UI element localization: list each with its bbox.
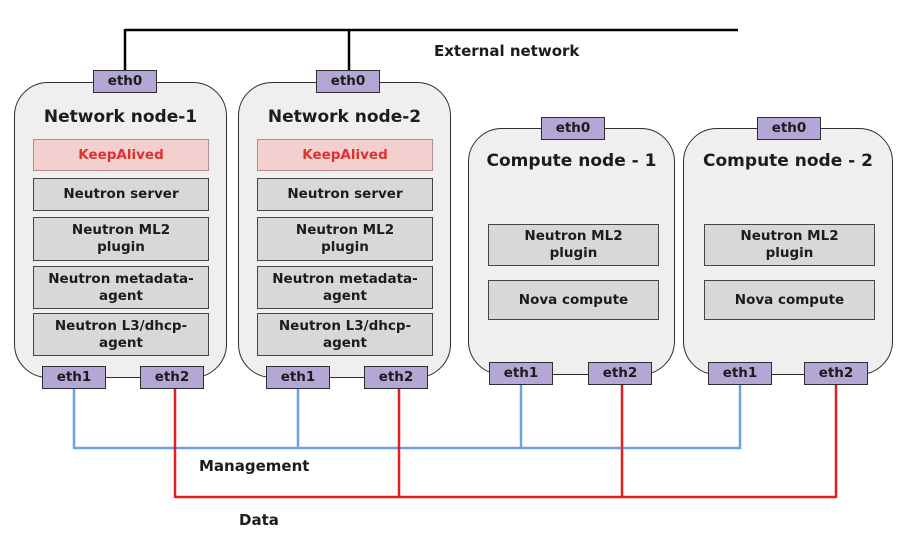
eth1-port: eth1 [266, 366, 330, 389]
neutron-ml2-plugin-service: Neutron ML2 plugin [488, 224, 659, 266]
port-links [106, 372, 804, 377]
external-network-label: External network [434, 42, 580, 60]
neutron-ml2-plugin-service: Neutron ML2 plugin [257, 217, 433, 261]
eth2-port: eth2 [804, 362, 868, 385]
eth2-port: eth2 [140, 366, 204, 389]
compute-node-1: Compute node - 1 Neutron ML2 plugin Nova… [468, 128, 675, 375]
eth1-port: eth1 [708, 362, 772, 385]
data-network-label: Data [239, 511, 279, 529]
eth1-port: eth1 [489, 362, 553, 385]
neutron-l3-dhcp-agent-service: Neutron L3/dhcp- agent [33, 313, 209, 356]
eth0-port: eth0 [93, 70, 157, 93]
management-network-line [72, 385, 742, 450]
node-title: Compute node - 1 [486, 151, 657, 171]
neutron-ml2-plugin-service: Neutron ML2 plugin [704, 224, 875, 266]
neutron-l3-dhcp-agent-service: Neutron L3/dhcp- agent [257, 313, 433, 356]
keepalived-service: KeepAlived [257, 139, 433, 171]
eth2-port: eth2 [364, 366, 428, 389]
keepalived-service: KeepAlived [33, 139, 209, 171]
nova-compute-service: Nova compute [704, 280, 875, 320]
network-node-1: Network node-1 KeepAlived Neutron server… [14, 82, 227, 378]
eth0-port: eth0 [316, 70, 380, 93]
external-network-line [123, 28, 738, 70]
compute-node-2: Compute node - 2 Neutron ML2 plugin Nova… [683, 128, 893, 375]
node-title: Compute node - 2 [703, 151, 873, 171]
management-network-label: Management [199, 457, 310, 475]
neutron-ml2-plugin-service: Neutron ML2 plugin [33, 217, 209, 261]
eth0-port: eth0 [757, 117, 821, 140]
data-network-line [173, 385, 838, 499]
neutron-server-service: Neutron server [33, 178, 209, 211]
neutron-metadata-agent-service: Neutron metadata- agent [257, 266, 433, 309]
eth1-port: eth1 [42, 366, 106, 389]
neutron-server-service: Neutron server [257, 178, 433, 211]
neutron-metadata-agent-service: Neutron metadata- agent [33, 266, 209, 309]
network-node-2: Network node-2 KeepAlived Neutron server… [238, 82, 451, 378]
node-title: Network node-1 [43, 107, 198, 127]
eth2-port: eth2 [588, 362, 652, 385]
node-title: Network node-2 [267, 107, 422, 127]
nova-compute-service: Nova compute [488, 280, 659, 320]
eth0-port: eth0 [541, 117, 605, 140]
